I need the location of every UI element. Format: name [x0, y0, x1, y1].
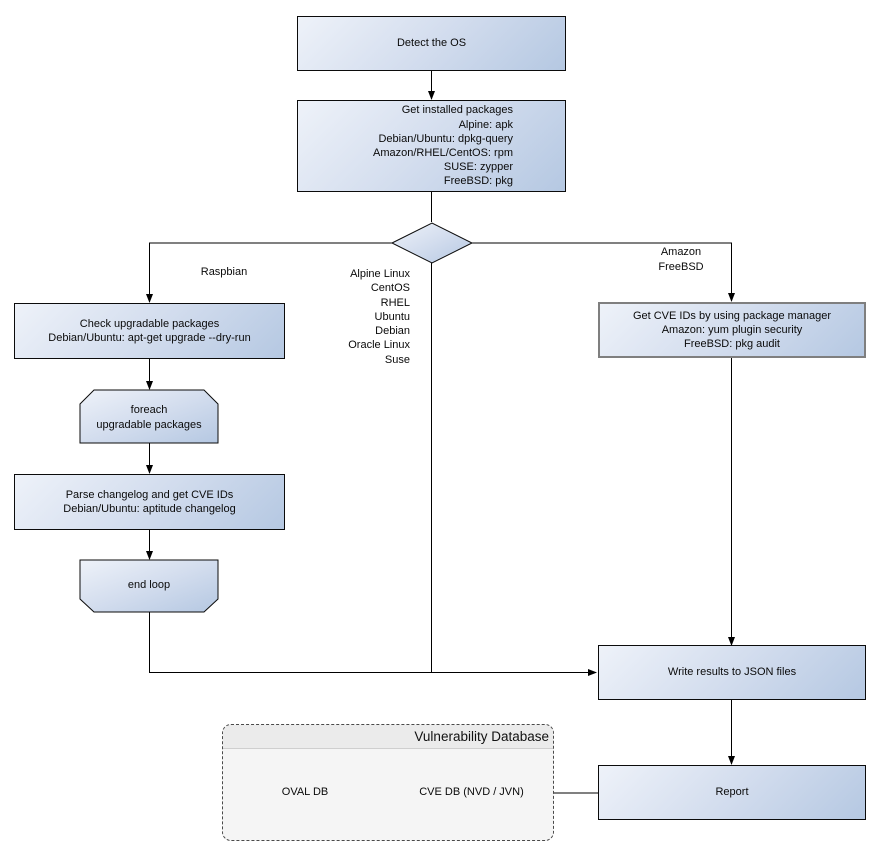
edge-decision-to-get-cve-ids — [472, 242, 735, 302]
node-write-results-json: Write results to JSON files — [598, 645, 866, 700]
node-check-upgradable-packages: Check upgradable packages Debian/Ubuntu:… — [14, 303, 285, 359]
node-text-line: Write results to JSON files — [667, 666, 797, 679]
node-text-line: Debian/Ubuntu: apt-get upgrade --dry-run — [48, 332, 251, 344]
edge-decision-to-check-upgradable — [146, 242, 392, 303]
label-amazon-freebsd: Amazon FreeBSD — [635, 245, 727, 275]
branch-label-line: CentOS — [370, 282, 410, 295]
node-text-line: Report — [715, 786, 749, 799]
branch-label-line: Amazon — [660, 246, 702, 258]
edge-endloop-to-write-results — [149, 612, 597, 676]
branch-label-line: RHEL — [380, 296, 410, 309]
node-text-line: Amazon: yum plugin security — [661, 323, 803, 336]
end-loop-shape — [79, 559, 219, 613]
decision-diamond — [390, 222, 474, 264]
label-os-list: Alpine Linux CentOS RHEL Ubuntu Debian O… — [300, 267, 410, 367]
node-detect-os: Detect the OS — [297, 16, 566, 71]
node-text-line: Check upgradable packages — [79, 317, 220, 330]
branch-label-line: FreeBSD — [658, 261, 704, 273]
node-text-line: Get CVE IDs by using package manager — [632, 309, 832, 322]
branch-label-line: Oracle Linux — [348, 339, 410, 352]
node-text-line: Debian/Ubuntu: dpkg-query — [378, 132, 513, 145]
node-text-line: FreeBSD: pkg audit — [684, 338, 780, 351]
node-get-installed-packages: Get installed packages Alpine: apk Debia… — [297, 100, 566, 192]
node-text-line: Get installed packages — [401, 104, 513, 117]
node-report: Report — [598, 765, 866, 820]
branch-label-line: Suse — [384, 353, 410, 366]
node-detect-os-label: Detect the OS — [396, 37, 467, 50]
node-text-line: Debian/Ubuntu: aptitude changelog — [63, 503, 236, 515]
branch-label-line: Debian — [375, 325, 410, 338]
label-raspbian: Raspbian — [200, 266, 248, 278]
node-text-line: Parse changelog and get CVE IDs — [65, 488, 234, 501]
vulnerability-database-title: Vulnerability Database — [223, 725, 553, 749]
node-parse-changelog: Parse changelog and get CVE IDs Debian/U… — [14, 474, 285, 530]
node-text-line: Amazon/RHEL/CentOS: rpm — [373, 147, 513, 159]
node-text-line: FreeBSD: pkg — [443, 175, 513, 188]
branch-label-line: Ubuntu — [374, 310, 410, 323]
vulnerability-database-container: Vulnerability Database — [222, 724, 554, 841]
node-text-line: Alpine: apk — [458, 118, 513, 131]
foreach-loop-shape — [79, 389, 219, 444]
branch-label-line: Alpine Linux — [350, 268, 410, 280]
node-get-cve-ids: Get CVE IDs by using package manager Ama… — [598, 302, 866, 358]
node-text-line: SUSE: zypper — [443, 161, 513, 174]
